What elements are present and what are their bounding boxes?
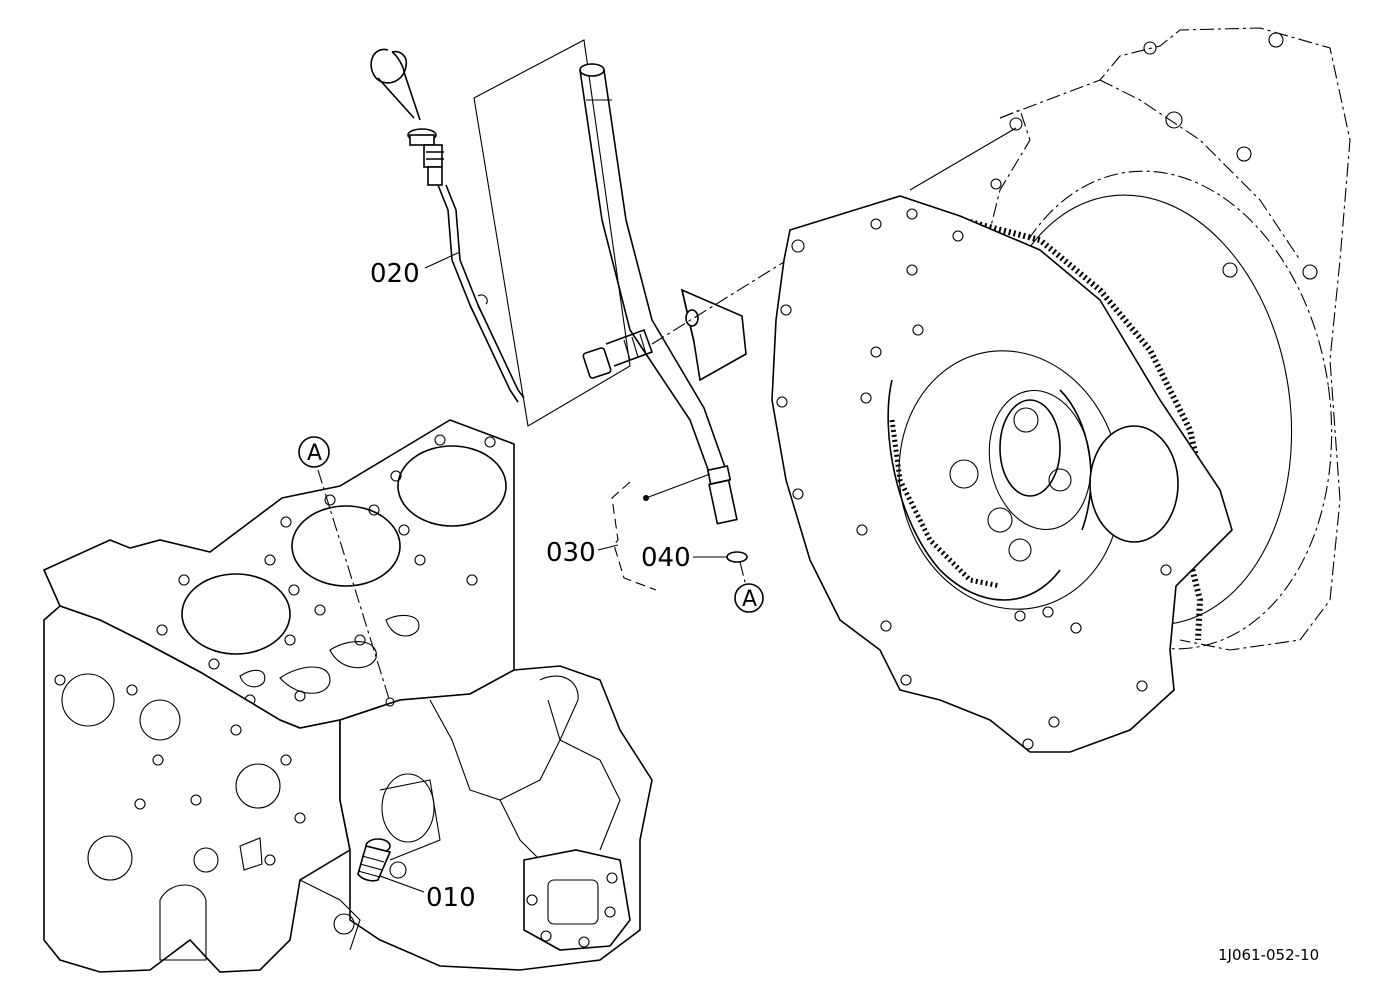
bolt-icon [582, 251, 801, 379]
oil-filler-plug-icon[interactable] [357, 838, 392, 882]
reference-a-bottom: A [734, 583, 764, 613]
reference-a-top: A [298, 436, 330, 468]
figure-id: 1J061-052-10 [1218, 946, 1319, 964]
dipstick-guide-icon[interactable] [579, 63, 747, 525]
engine-block [42, 419, 653, 973]
callout-040: 040 [641, 543, 691, 573]
svg-text:A: A [742, 587, 757, 612]
dipstick-icon[interactable] [370, 48, 525, 403]
callout-030: 030 [546, 538, 596, 568]
callout-010: 010 [426, 883, 476, 913]
o-ring-icon[interactable] [726, 551, 748, 563]
flywheel-housing-assembly [771, 27, 1351, 753]
detail-frame [473, 39, 631, 427]
svg-text:A: A [307, 441, 322, 466]
callout-020: 020 [370, 259, 420, 289]
